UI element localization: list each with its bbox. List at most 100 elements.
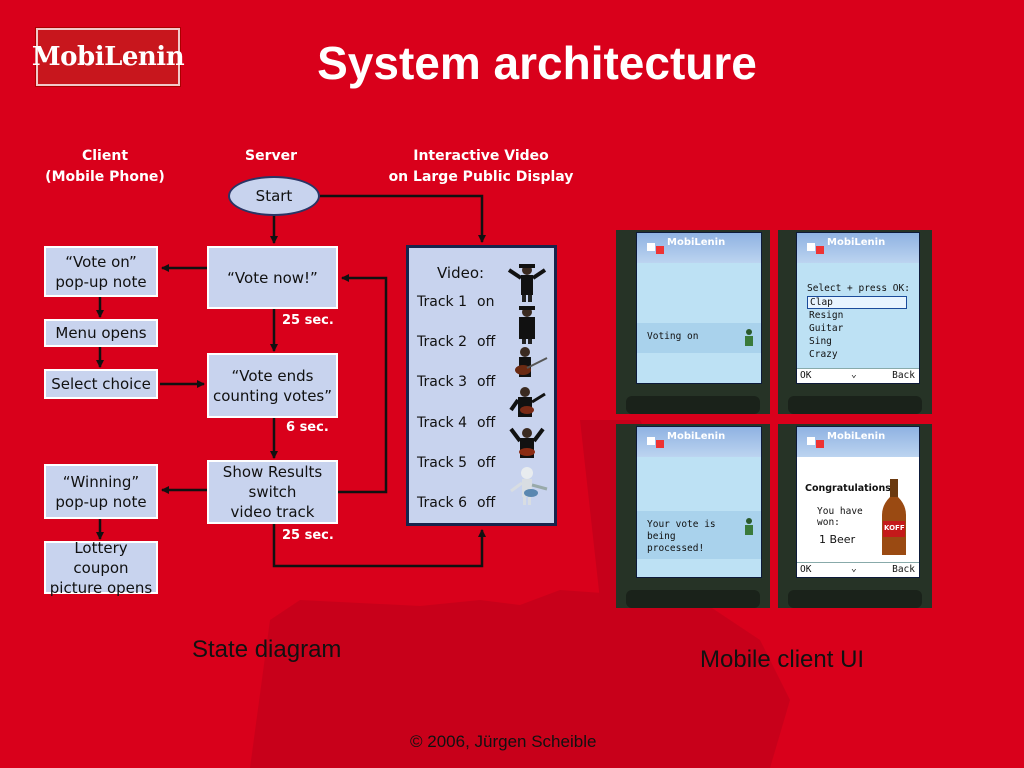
track-state: off (477, 415, 496, 431)
vote-ends-line2: counting votes” (212, 386, 333, 405)
phone-screen: MobiLenin Voting on (636, 232, 762, 384)
chevron-down-icon: ⌄ (851, 369, 857, 380)
mobile-client-ui-caption: Mobile client UI (700, 646, 865, 673)
vote-on-popup-box: “Vote on” pop-up note (44, 246, 158, 297)
start-node: Start (228, 176, 320, 216)
duration-label: 25 sec. (282, 528, 334, 543)
track-name: Track 6 (417, 495, 467, 511)
ok-softkey[interactable]: OK (800, 370, 812, 381)
app-name: MobiLenin (827, 431, 886, 442)
processing-bar: Your vote is being processed! (637, 511, 761, 559)
you-have-text: You have (817, 506, 863, 517)
mobilenin-logo: MobiLenin (32, 28, 185, 86)
option-item[interactable]: Clap (807, 296, 907, 309)
processed-line2: being (647, 531, 676, 542)
option-item[interactable]: Sing (809, 336, 832, 347)
track-name: Track 5 (417, 455, 467, 471)
track-row: Track 2 off (417, 334, 495, 350)
soft-keys: OK ⌄ Back (797, 368, 919, 383)
won-text: won: (817, 517, 840, 528)
phone-congratulations: MobiLenin Congratulations! You have won:… (778, 424, 932, 608)
phone-screen: MobiLenin Your vote is being processed! (636, 426, 762, 578)
performer-sing-icon (509, 387, 546, 417)
phone-select-menu: MobiLenin Select + press OK: Clap Resign… (778, 230, 932, 414)
option-item[interactable]: Resign (809, 310, 844, 321)
performer-clap-icon (507, 264, 547, 302)
voting-on-bar: Voting on (637, 323, 761, 353)
track-row: Track 6 off (417, 495, 495, 511)
select-prompt: Select + press OK: (807, 283, 910, 294)
track-name: Track 1 (417, 294, 467, 310)
person-icon (745, 518, 753, 535)
show-results-line2: switch (248, 483, 297, 501)
back-softkey[interactable]: Back (892, 564, 915, 575)
app-name: MobiLenin (667, 237, 726, 248)
phone-screen: MobiLenin Select + press OK: Clap Resign… (796, 232, 920, 384)
show-results-box: Show Results switch video track (207, 460, 338, 524)
vote-now-box: “Vote now!” (207, 246, 338, 309)
logo-text: MobiLenin (31, 42, 185, 72)
phone-keypad (788, 396, 922, 414)
client-header-line2: (Mobile Phone) (45, 169, 165, 185)
phone-screen: MobiLenin Congratulations! You have won:… (796, 426, 920, 578)
app-logo-icon (647, 437, 664, 448)
client-header: Client (Mobile Phone) (40, 146, 170, 188)
lottery-line2: picture opens (49, 578, 153, 597)
vote-on-line2: pop-up note (55, 272, 147, 291)
back-softkey[interactable]: Back (892, 370, 915, 381)
lottery-line1: Lottery coupon (73, 538, 129, 577)
menu-opens-box: Menu opens (44, 319, 158, 347)
server-header: Server (244, 148, 297, 164)
congrats-text: Congratulations! (805, 483, 896, 494)
performer-skeleton-icon (510, 467, 548, 505)
prize-text: 1 Beer (819, 533, 856, 546)
option-item[interactable]: Guitar (809, 323, 844, 334)
show-results-line3: video track (230, 503, 315, 521)
track-name: Track 3 (417, 374, 467, 390)
phone-keypad (788, 590, 922, 608)
track-state: off (477, 495, 496, 511)
beer-bottle-icon (882, 479, 906, 555)
person-icon (745, 329, 753, 346)
performer-resign-icon (519, 306, 535, 344)
video-label: Video: (437, 264, 485, 282)
track-state: off (477, 334, 496, 350)
duration-label: 25 sec. (282, 313, 334, 328)
app-name: MobiLenin (667, 431, 726, 442)
vote-on-line1: “Vote on” (65, 252, 137, 271)
ok-softkey[interactable]: OK (800, 564, 812, 575)
select-choice-box: Select choice (44, 369, 158, 399)
track-name: Track 2 (417, 334, 467, 350)
processed-line3: processed! (647, 543, 705, 554)
screen-header: MobiLenin (637, 233, 761, 263)
app-name: MobiLenin (827, 237, 886, 248)
show-results-line1: Show Results (222, 463, 323, 481)
screen-header: MobiLenin (797, 427, 919, 457)
processed-line1: Your vote is (647, 519, 716, 530)
phone-keypad (626, 590, 760, 608)
duration-label: 6 sec. (286, 420, 329, 435)
beer-label: KOFF (884, 524, 905, 532)
soft-keys: OK ⌄ Back (797, 562, 919, 577)
winning-popup-box: “Winning” pop-up note (44, 464, 158, 519)
state-diagram-caption: State diagram (192, 636, 342, 663)
option-item[interactable]: Crazy (809, 349, 838, 360)
winning-line2: pop-up note (55, 492, 147, 511)
app-logo-icon (807, 243, 824, 254)
app-logo-icon (647, 243, 664, 254)
phone-keypad (626, 396, 760, 414)
performer-guitar-icon (515, 347, 548, 377)
page-title: System architecture (317, 37, 757, 89)
chevron-down-icon: ⌄ (851, 563, 857, 574)
video-header: Interactive Video on Large Public Displa… (386, 146, 576, 188)
app-logo-icon (807, 437, 824, 448)
screen-header: MobiLenin (637, 427, 761, 457)
winning-line1: “Winning” (62, 472, 140, 491)
performer-crazy-icon (509, 427, 545, 458)
vote-ends-box: “Vote ends counting votes” (207, 353, 338, 418)
client-header-line1: Client (81, 148, 129, 164)
